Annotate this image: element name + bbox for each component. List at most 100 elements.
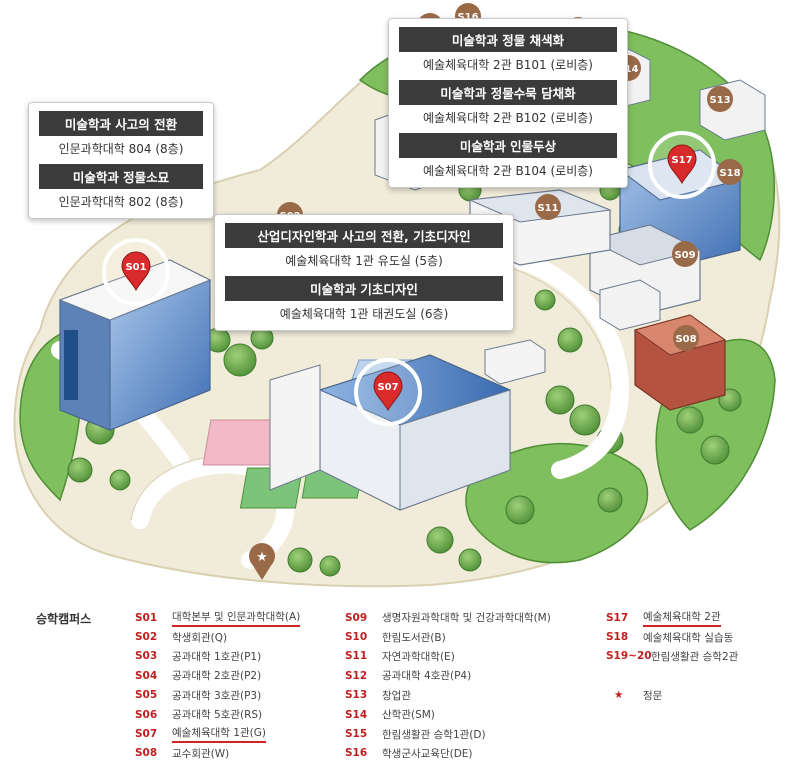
legend-name: 예술체육대학 1관(G)	[172, 725, 266, 744]
map-marker-label: S09	[674, 250, 695, 261]
callout-location: 예술체육대학 2관 B104 (로비층)	[423, 164, 593, 178]
map-marker-s09[interactable]: S09	[672, 241, 698, 267]
legend-code: S18	[606, 631, 629, 644]
callout-location: 인문과학대학 802 (8층)	[58, 195, 184, 209]
legend-name: 한림생활관 승학1관(D)	[382, 728, 486, 741]
building-s08	[633, 314, 727, 411]
legend-row: S09 생명자원과학대학 및 건강과학대학(M)	[345, 608, 551, 627]
legend-name: 공과대학 3호관(P3)	[172, 689, 262, 702]
callout-title: 미술학과 정물수묵 담채화	[399, 80, 617, 105]
map-marker-label: S16	[457, 12, 478, 23]
map-pin-label: S17	[671, 155, 692, 166]
legend-name: 교수회관(W)	[172, 747, 230, 760]
legend-code: S13	[345, 689, 368, 702]
map-marker-label: S08	[675, 334, 696, 345]
legend-row: S12 공과대학 4호관(P4)	[345, 666, 551, 685]
legend-code: S14	[345, 708, 368, 721]
map-pin-s17[interactable]: S17	[648, 131, 716, 199]
legend-row: S13 창업관	[345, 686, 551, 705]
legend-name: 한림도서관(B)	[382, 631, 446, 644]
callout-s01: 미술학과 사고의 전환 인문과학대학 804 (8층) 미술학과 정물소묘 인문…	[28, 102, 214, 219]
legend-row: S04 공과대학 2호관(P2)	[135, 666, 300, 685]
callout-location: 예술체육대학 1관 태권도실 (6층)	[279, 307, 449, 321]
map-marker-label: S18	[719, 168, 740, 179]
building-s13	[699, 79, 766, 141]
map-marker-s11[interactable]: S11	[535, 194, 561, 220]
legend-row: ★ 정문	[606, 686, 738, 705]
legend-name: 창업관	[382, 689, 411, 702]
svg-text:★: ★	[256, 550, 268, 565]
legend-code: S04	[135, 669, 158, 682]
legend-name: 공과대학 2호관(P2)	[172, 670, 262, 683]
callout-location: 예술체육대학 2관 B102 (로비층)	[423, 111, 593, 125]
legend-row: S11 자연과학대학(E)	[345, 647, 551, 666]
callout-s07: 산업디자인학과 사고의 전환, 기초디자인 예술체육대학 1관 유도실 (5층)…	[214, 214, 514, 331]
legend-name: 공과대학 1호관(P1)	[172, 650, 262, 663]
callout-title: 미술학과 정물소묘	[39, 164, 203, 189]
callout-location: 인문과학대학 804 (8층)	[58, 142, 184, 156]
map-marker-label: S11	[537, 203, 558, 214]
map-marker-s18[interactable]: S18	[717, 159, 743, 185]
legend-name: 생명자원과학대학 및 건강과학대학(M)	[382, 612, 551, 625]
map-marker-label: S14	[617, 64, 638, 75]
legend-code: S15	[345, 728, 368, 741]
callout-s17: 미술학과 정물 채색화 예술체육대학 2관 B101 (로비층) 미술학과 정물…	[388, 18, 628, 188]
legend-row: S17 예술체육대학 2관	[606, 608, 738, 627]
legend-row: S14 산학관(SM)	[345, 705, 551, 724]
star-icon: ★	[614, 689, 624, 702]
legend-column-2: S09 생명자원과학대학 및 건강과학대학(M) S10 한림도서관(B) S11 자연과…	[345, 608, 551, 763]
callout-location: 예술체육대학 2관 B101 (로비층)	[423, 58, 593, 72]
legend-row: S16 학생군사교육단(DE)	[345, 744, 551, 763]
legend-code: S16	[345, 747, 368, 760]
legend-code: S12	[345, 669, 368, 682]
legend-row: S10 한림도서관(B)	[345, 627, 551, 646]
map-pin-label: S01	[125, 262, 146, 273]
legend-code: S03	[135, 650, 158, 663]
legend-code: S07	[135, 728, 158, 741]
legend-row: S07 예술체육대학 1관(G)	[135, 724, 300, 744]
building-s07	[269, 354, 512, 511]
legend-code: S19~20	[606, 650, 652, 663]
map-pin-s07[interactable]: S07	[354, 358, 422, 426]
main-gate-marker[interactable]: ★	[249, 543, 275, 580]
legend-name: 산학관(SM)	[382, 709, 435, 722]
legend-name: 공과대학 4호관(P4)	[382, 670, 472, 683]
legend-row: S03 공과대학 1호관(P1)	[135, 647, 300, 666]
legend-row: S15 한림생활관 승학1관(D)	[345, 724, 551, 743]
legend-row	[606, 666, 738, 685]
map-pin-s01[interactable]: S01	[102, 238, 170, 306]
legend-name: 학생군사교육단(DE)	[382, 747, 473, 760]
callout-title: 미술학과 기초디자인	[225, 276, 503, 301]
building-s01	[58, 259, 212, 431]
legend-code: S17	[606, 611, 629, 624]
map-marker-s08[interactable]: S08	[673, 325, 699, 351]
callout-title: 미술학과 사고의 전환	[39, 111, 203, 136]
legend-name: 정문	[643, 689, 663, 702]
legend-name: 한림생활관 승학2관	[651, 650, 739, 663]
legend-code: S02	[135, 631, 158, 644]
legend-name: 자연과학대학(E)	[382, 650, 455, 663]
legend-row: S18 예술체육대학 실습동	[606, 627, 738, 646]
legend-name: 예술체육대학 실습동	[643, 631, 734, 644]
map-marker-label: S13	[709, 95, 730, 106]
legend-name: 공과대학 5호관(RS)	[172, 709, 263, 722]
legend-code: S11	[345, 650, 368, 663]
legend-code: S09	[345, 611, 368, 624]
map-pin-label: S07	[377, 382, 398, 393]
legend-code: S01	[135, 611, 158, 624]
map-marker-s13[interactable]: S13	[707, 86, 733, 112]
legend-name: 예술체육대학 2관	[643, 609, 721, 627]
legend-code: S05	[135, 689, 158, 702]
callout-title: 미술학과 정물 채색화	[399, 27, 617, 52]
forest-south	[465, 443, 649, 564]
callout-location: 예술체육대학 1관 유도실 (5층)	[285, 254, 443, 268]
callout-title: 산업디자인학과 사고의 전환, 기초디자인	[225, 223, 503, 248]
legend-code: S10	[345, 631, 368, 644]
